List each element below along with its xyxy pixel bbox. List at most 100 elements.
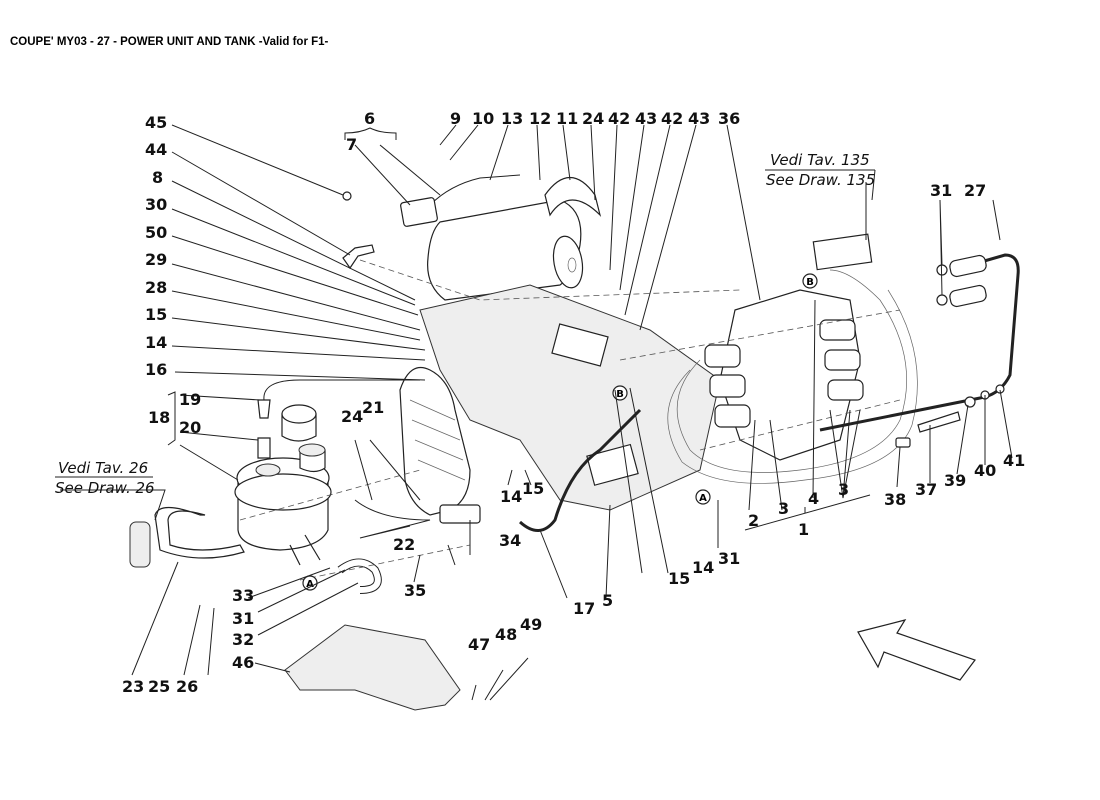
reference-note-26: Vedi Tav. 26 See Draw. 26 [55, 459, 155, 497]
callout-30: 30 [145, 195, 167, 214]
pump-motor-part [399, 366, 481, 524]
callout-26: 26 [176, 677, 198, 696]
svg-text:See Draw. 26: See Draw. 26 [55, 479, 155, 497]
callouts-bottom-middle: 14 15 17 5 15 14 31 47 48 49 [468, 479, 740, 654]
heat-shield-part [284, 624, 461, 711]
callout-31-left: 31 [232, 609, 254, 628]
callout-18: 18 [148, 408, 170, 427]
callout-4: 4 [808, 489, 819, 508]
callout-36: 36 [718, 109, 740, 128]
svg-text:A: A [306, 579, 314, 590]
callout-39: 39 [944, 471, 966, 490]
callout-43: 43 [635, 109, 657, 128]
callout-50: 50 [145, 223, 167, 242]
connector-part [812, 233, 873, 271]
callout-33: 33 [232, 586, 254, 605]
tank-cap-part [281, 404, 317, 442]
callout-14-mid: 14 [500, 487, 522, 506]
callout-49: 49 [520, 615, 542, 634]
plate-window-part [551, 323, 609, 367]
callout-15-mid: 15 [522, 479, 544, 498]
callout-42b: 42 [661, 109, 683, 128]
tank-strap-part [154, 506, 245, 559]
callout-34: 34 [499, 531, 521, 550]
marker-a: A [302, 575, 318, 591]
fluid-tank-part [234, 443, 332, 566]
sensor-wire [263, 379, 420, 401]
callouts-tank-group: 18 19 20 24 21 22 [148, 390, 415, 554]
svg-text:Vedi Tav. 26: Vedi Tav. 26 [58, 459, 148, 477]
wire-harness [676, 269, 908, 473]
callout-1: 1 [798, 520, 809, 539]
callouts-left-column: 45 44 8 30 50 29 28 15 14 16 [145, 113, 167, 379]
accumulator-part [427, 174, 584, 301]
callout-27: 27 [964, 181, 986, 200]
bracket-part [342, 244, 375, 270]
callout-24: 24 [582, 109, 604, 128]
level-sensor-part [257, 399, 271, 459]
svg-text:B: B [806, 277, 814, 288]
callouts-bottom-left: 23 25 26 33 31 32 46 35 34 [122, 531, 521, 696]
callout-8: 8 [152, 168, 163, 187]
callout-31-top: 31 [930, 181, 952, 200]
callout-19: 19 [179, 390, 201, 409]
callout-13: 13 [501, 109, 523, 128]
pressure-pipe-part [518, 408, 642, 532]
callout-45: 45 [145, 113, 167, 132]
callout-43b: 43 [688, 109, 710, 128]
callout-42: 42 [608, 109, 630, 128]
parts-artwork: A A B B [129, 174, 1020, 711]
callouts-top-right: 31 27 [930, 181, 986, 200]
callout-9: 9 [450, 109, 461, 128]
callout-11: 11 [556, 109, 578, 128]
callout-14-low: 14 [692, 558, 714, 577]
callout-47: 47 [468, 635, 490, 654]
callout-3: 3 [778, 499, 789, 518]
callout-28: 28 [145, 278, 167, 297]
svg-text:Vedi Tav. 135: Vedi Tav. 135 [770, 151, 870, 169]
callout-31-mid: 31 [718, 549, 740, 568]
callout-23: 23 [122, 677, 144, 696]
valve-block-part [704, 289, 864, 461]
callout-16: 16 [145, 360, 167, 379]
callout-41: 41 [1003, 451, 1025, 470]
direction-arrow-icon [857, 619, 976, 681]
strap-clamp-part [544, 177, 602, 217]
diagram-title: COUPE' MY03 - 27 - POWER UNIT AND TANK -… [10, 36, 329, 48]
assembly-guide-lines [239, 259, 901, 581]
callout-35: 35 [404, 581, 426, 600]
callout-6: 6 [364, 109, 375, 128]
callout-32: 32 [232, 630, 254, 649]
callout-12: 12 [529, 109, 551, 128]
callout-29: 29 [145, 250, 167, 269]
svg-text:A: A [699, 493, 707, 504]
callout-14: 14 [145, 333, 167, 352]
callouts-bottom-right: 38 37 39 40 41 [884, 451, 1025, 509]
marker-a-2: A [695, 489, 711, 505]
callout-15-low: 15 [668, 569, 690, 588]
callout-15: 15 [145, 305, 167, 324]
reference-note-135: Vedi Tav. 135 See Draw. 135 [765, 151, 876, 201]
callout-10: 10 [472, 109, 494, 128]
callout-3b: 3 [838, 480, 849, 499]
callout-46: 46 [232, 653, 254, 672]
callout-40: 40 [974, 461, 996, 480]
callout-37: 37 [915, 480, 937, 499]
marker-b: B [612, 385, 628, 401]
callout-24-tank: 24 [341, 407, 363, 426]
pressure-sensor-part [400, 197, 438, 227]
callout-2: 2 [748, 511, 759, 530]
leader-lines [60, 124, 1013, 701]
callouts-top-row: 6 7 9 10 13 12 11 24 42 43 42 43 36 [346, 109, 740, 154]
marker-b-2: B [802, 273, 818, 289]
callout-48: 48 [495, 625, 517, 644]
callout-7: 7 [346, 135, 357, 154]
bolt-part [342, 191, 352, 201]
callout-25: 25 [148, 677, 170, 696]
callout-22: 22 [393, 535, 415, 554]
callout-21: 21 [362, 398, 384, 417]
svg-text:B: B [616, 389, 624, 400]
plate-window-part-2 [586, 443, 639, 486]
callout-17: 17 [573, 599, 595, 618]
